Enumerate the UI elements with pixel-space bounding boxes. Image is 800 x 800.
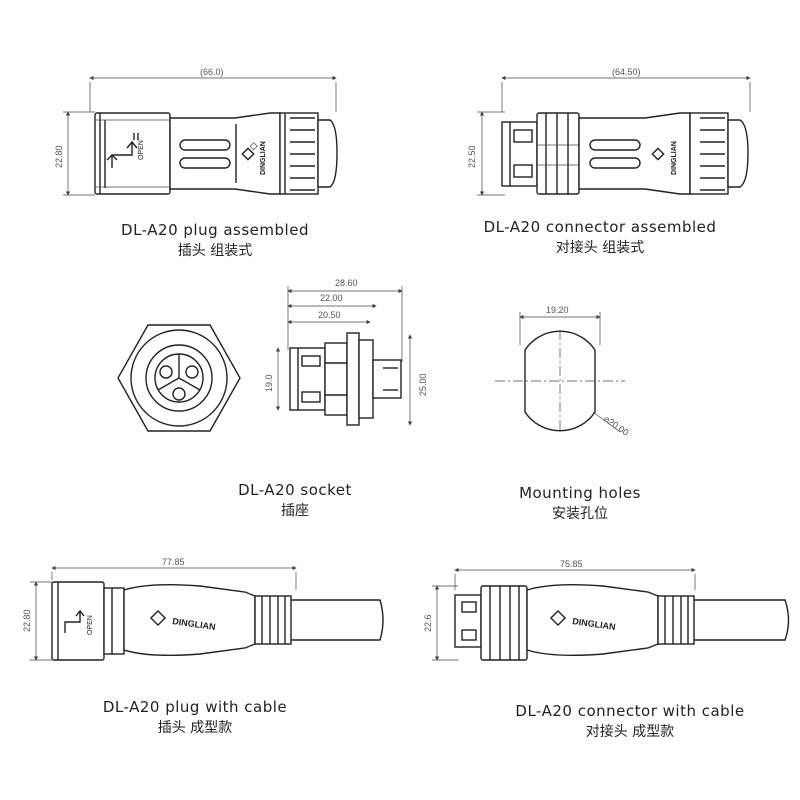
caption-socket: DL-A20 socket 插座 (190, 481, 400, 520)
connector-assembled-drawing: (64.50) 22.50 DINGLIAN (467, 67, 751, 196)
dim-mid: 22.00 (320, 293, 343, 303)
connector-with-cable-drawing: 75.85 22.6 DINGLIAN (423, 559, 790, 661)
plug-assembled-drawing: (66.0) 22.80 OPEN DINGLIAN (54, 67, 338, 196)
open-label: OPEN (87, 615, 94, 635)
dim-height: 22.50 (467, 145, 477, 168)
caption-cn: 对接头 组装式 (555, 240, 645, 256)
caption-en: DL-A20 plug assembled (121, 221, 309, 239)
caption-plug-assembled: DL-A20 plug assembled 插头 组装式 (90, 221, 340, 260)
dim-height: 22.6 (423, 614, 433, 632)
brand-vertical: DINGLIAN (260, 141, 267, 175)
open-label: OPEN (138, 140, 145, 160)
dim-inner: 20.50 (318, 310, 341, 320)
caption-cn: 安装孔位 (552, 506, 608, 522)
mounting-hole-view: 19.20 ⌀20.00 (495, 305, 630, 438)
dim-length: 77.85 (162, 557, 185, 567)
caption-en: DL-A20 socket (238, 481, 352, 499)
dim-height: 22.80 (22, 609, 32, 632)
caption-cn: 插头 组装式 (177, 243, 253, 259)
socket-front-view (117, 324, 241, 432)
dim-diameter: ⌀20.00 (602, 413, 631, 437)
dim-height: 19.0 (264, 374, 274, 392)
caption-en: DL-A20 connector with cable (515, 702, 745, 720)
brand-vertical: DINGLIAN (671, 141, 678, 175)
dim-total: 28.60 (335, 278, 358, 288)
socket-side-view: 28.60 22.00 20.50 19.0 25.00 (264, 278, 428, 426)
caption-cn: 插座 (281, 503, 309, 519)
caption-connector-assembled: DL-A20 connector assembled 对接头 组装式 (465, 218, 735, 257)
caption-cn: 插头 成型款 (157, 720, 233, 736)
caption-en: DL-A20 plug with cable (102, 698, 288, 716)
dim-height: 22.80 (54, 145, 64, 168)
plug-with-cable-drawing: 77.85 22.80 OPEN DINGLIAN (22, 557, 384, 661)
caption-en: DL-A20 connector assembled (483, 218, 717, 236)
caption-plug-with-cable: DL-A20 plug with cable 插头 成型款 (70, 698, 320, 737)
caption-cn: 对接头 成型款 (585, 724, 675, 740)
dim-length: 75.85 (560, 559, 583, 569)
dim-length: (64.50) (612, 67, 641, 77)
dim-length: (66.0) (200, 67, 224, 77)
caption-connector-with-cable: DL-A20 connector with cable 对接头 成型款 (490, 702, 770, 741)
dim-width: 19.20 (546, 305, 569, 315)
caption-mounting-holes: Mounting holes 安装孔位 (480, 484, 680, 523)
dim-flange: 25.00 (418, 373, 428, 396)
caption-en: Mounting holes (519, 484, 641, 502)
